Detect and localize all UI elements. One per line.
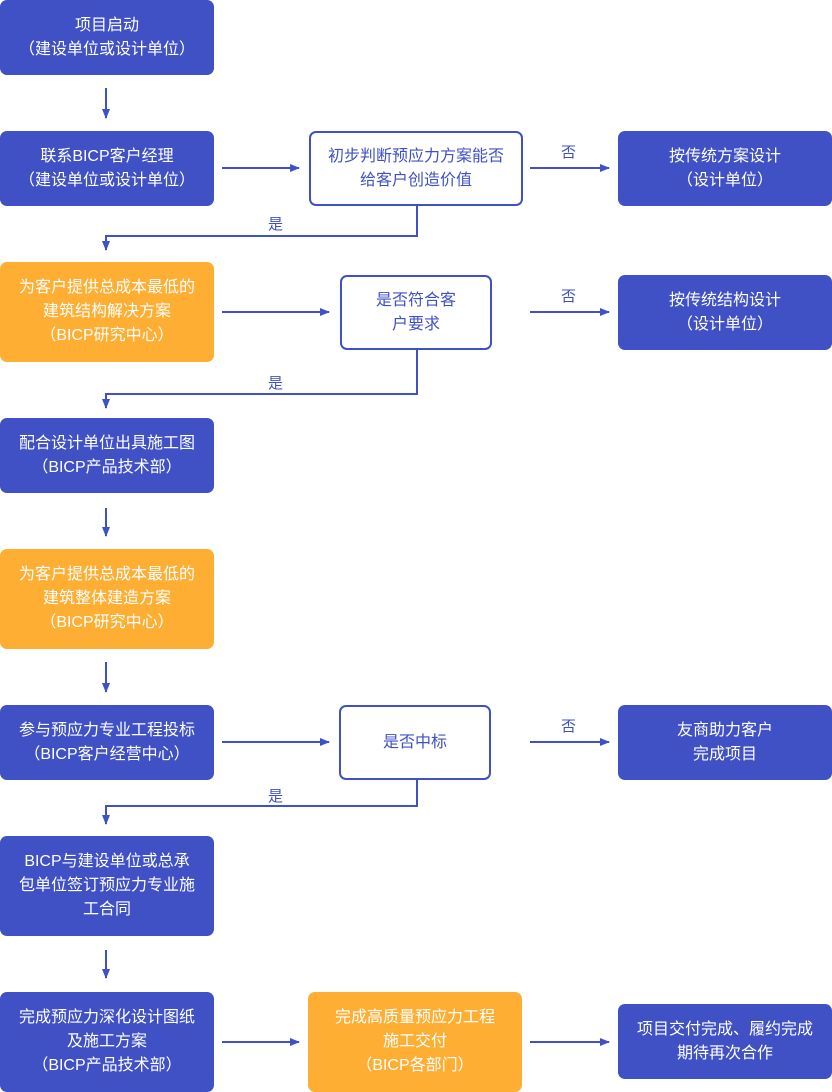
node-provide-structure-label: 为客户提供总成本最低的 建筑结构解决方案 （BICP研究中心） <box>18 279 195 344</box>
node-deliver-label: 完成高质量预应力工程 施工交付 （BICP各部门） <box>334 1009 495 1074</box>
node-bid: 参与预应力专业工程投标 （BICP客户经营中心） <box>0 705 214 780</box>
node-provide-build: 为客户提供总成本最低的 建筑整体建造方案 （BICP研究中心） <box>0 549 214 649</box>
node-bid-label: 参与预应力专业工程投标 （BICP客户经营中心） <box>18 721 195 763</box>
arrow-judge3-yes <box>102 780 418 825</box>
label-no-1: 否 <box>561 144 577 161</box>
node-deliver: 完成高质量预应力工程 施工交付 （BICP各部门） <box>308 992 522 1092</box>
node-trad-structure-label: 按传统结构设计 （设计单位） <box>668 291 781 333</box>
arrow-judge1-yes <box>102 206 418 251</box>
decision-judge3-label: 是否中标 <box>382 733 447 751</box>
node-deepen-label: 完成预应力深化设计图纸 及施工方案 （BICP产品技术部） <box>18 1009 195 1074</box>
node-provide-structure: 为客户提供总成本最低的 建筑结构解决方案 （BICP研究中心） <box>0 262 214 362</box>
decision-judge2-label: 是否符合客 户要求 <box>375 291 456 333</box>
label-yes-3: 是 <box>268 788 284 805</box>
node-trad-structure: 按传统结构设计 （设计单位） <box>618 275 832 350</box>
node-start: 项目启动 （建设单位或设计单位） <box>0 0 214 75</box>
node-trad-scheme-label: 按传统方案设计 （设计单位） <box>668 147 781 189</box>
node-final-label: 项目交付完成、履约完成 期待再次合作 <box>636 1020 813 1062</box>
label-yes-1: 是 <box>268 216 284 233</box>
decision-judge1-label: 初步判断预应力方案能否 给客户创造价值 <box>327 147 504 189</box>
node-contact-label: 联系BICP客户经理 （建设单位或设计单位） <box>18 147 195 189</box>
node-contract: BICP与建设单位或总承 包单位签订预应力专业施 工合同 <box>0 836 214 936</box>
node-cooperate-label: 配合设计单位出具施工图 （BICP产品技术部） <box>18 434 195 476</box>
node-start-label: 项目启动 （建设单位或设计单位） <box>18 16 195 58</box>
label-yes-2: 是 <box>268 375 284 392</box>
node-trad-scheme: 按传统方案设计 （设计单位） <box>618 131 832 206</box>
arrow-judge2-yes <box>102 350 418 409</box>
label-no-3: 否 <box>561 718 577 735</box>
node-final: 项目交付完成、履约完成 期待再次合作 <box>618 1004 832 1079</box>
node-contact: 联系BICP客户经理 （建设单位或设计单位） <box>0 131 214 206</box>
node-partner: 友商助力客户 完成项目 <box>618 705 832 780</box>
node-cooperate: 配合设计单位出具施工图 （BICP产品技术部） <box>0 418 214 493</box>
label-no-2: 否 <box>561 288 577 305</box>
node-provide-build-label: 为客户提供总成本最低的 建筑整体建造方案 （BICP研究中心） <box>18 566 195 631</box>
decision-judge2: 是否符合客 户要求 <box>340 275 492 350</box>
node-partner-label: 友商助力客户 完成项目 <box>676 721 773 763</box>
node-deepen: 完成预应力深化设计图纸 及施工方案 （BICP产品技术部） <box>0 992 214 1092</box>
node-contract-label: BICP与建设单位或总承 包单位签订预应力专业施 工合同 <box>18 853 195 918</box>
decision-judge1: 初步判断预应力方案能否 给客户创造价值 <box>309 131 523 206</box>
decision-judge3: 是否中标 <box>339 705 491 780</box>
